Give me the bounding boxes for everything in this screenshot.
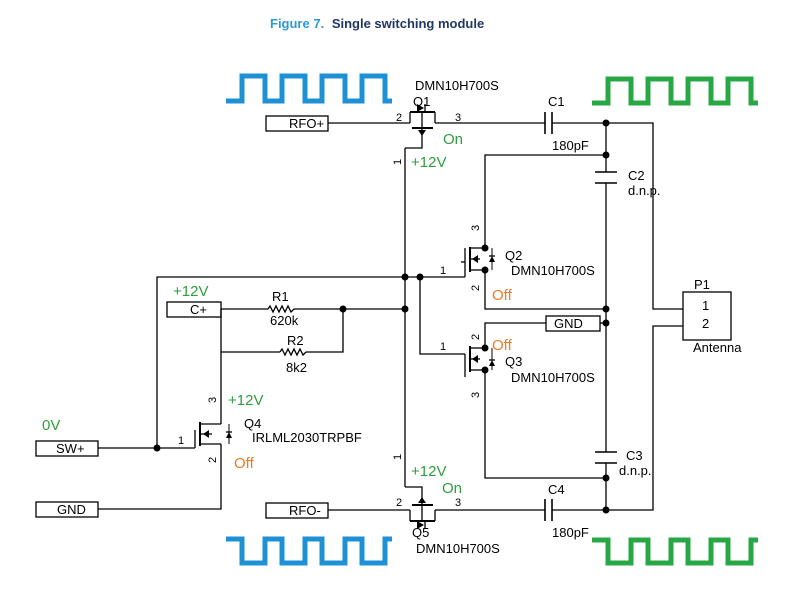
resistor-r1 bbox=[267, 304, 295, 314]
p1-ref: P1 bbox=[694, 277, 710, 292]
q4-part: IRLML2030TRPBF bbox=[252, 430, 362, 445]
r1-value: 620k bbox=[270, 313, 299, 328]
q4-pin1: 1 bbox=[178, 435, 184, 447]
antenna-connector bbox=[682, 291, 732, 341]
capacitor-c1 bbox=[544, 112, 553, 134]
rfo-minus-label: RFO- bbox=[289, 503, 321, 518]
q1-state: On bbox=[443, 131, 463, 148]
resistor-r2 bbox=[279, 347, 307, 357]
p1-pin1: 1 bbox=[702, 298, 709, 313]
c2-ref: C2 bbox=[628, 168, 645, 183]
q5-gate-voltage: +12V bbox=[411, 463, 446, 480]
q4-state: Off bbox=[234, 455, 255, 472]
c4-value: 180pF bbox=[552, 525, 589, 540]
q5-state: On bbox=[442, 480, 462, 497]
q3-pin2: 2 bbox=[470, 334, 482, 340]
mosfet-q3 bbox=[464, 346, 495, 377]
q3-state: Off bbox=[492, 337, 513, 354]
q1-gate-voltage: +12V bbox=[411, 154, 446, 171]
q5-ref: Q5 bbox=[412, 525, 429, 540]
q1-pin3: 3 bbox=[455, 112, 461, 124]
junctions bbox=[153, 119, 610, 514]
c-plus-label: C+ bbox=[190, 302, 207, 317]
q1-part: DMN10H700S bbox=[415, 78, 499, 93]
mosfet-q2 bbox=[461, 247, 495, 277]
q3-pin3: 3 bbox=[470, 392, 482, 398]
mosfet-q1 bbox=[409, 104, 436, 140]
gnd-mid-label: GND bbox=[554, 316, 583, 331]
figure-number: Figure 7. bbox=[270, 16, 324, 31]
q3-pin1: 1 bbox=[440, 341, 446, 353]
q1-pin2: 2 bbox=[396, 112, 402, 124]
q5-pin3: 3 bbox=[455, 497, 461, 509]
antenna-label: Antenna bbox=[693, 340, 742, 355]
capacitor-c3 bbox=[595, 451, 617, 464]
mosfet-q5 bbox=[409, 493, 436, 529]
q4-drain-voltage: +12V bbox=[228, 392, 263, 409]
q2-pin2: 2 bbox=[470, 285, 482, 291]
gnd-left-label: GND bbox=[57, 502, 86, 517]
q4-pin3: 3 bbox=[207, 397, 219, 403]
figure-title: Single switching module bbox=[332, 16, 484, 31]
c3-value: d.n.p. bbox=[619, 463, 652, 478]
mosfet-q4 bbox=[194, 420, 232, 468]
q2-pin3: 3 bbox=[470, 225, 482, 231]
c-plus-voltage: +12V bbox=[173, 283, 208, 300]
q3-part: DMN10H700S bbox=[511, 370, 595, 385]
capacitor-c2 bbox=[595, 171, 617, 184]
q3-ref: Q3 bbox=[505, 354, 522, 369]
r2-ref: R2 bbox=[287, 333, 304, 348]
q2-part: DMN10H700S bbox=[511, 263, 595, 278]
q4-ref: Q4 bbox=[244, 416, 261, 431]
q5-part: DMN10H700S bbox=[416, 541, 500, 556]
c1-ref: C1 bbox=[548, 94, 565, 109]
p1-pin2: 2 bbox=[702, 316, 709, 331]
c4-ref: C4 bbox=[548, 482, 565, 497]
q2-pin1: 1 bbox=[440, 265, 446, 277]
rfo-minus-waveform bbox=[226, 536, 392, 566]
r1-ref: R1 bbox=[272, 289, 289, 304]
c3-ref: C3 bbox=[626, 448, 643, 463]
q1-ref: Q1 bbox=[413, 94, 430, 109]
r2-value: 8k2 bbox=[286, 360, 307, 375]
q5-pin2: 2 bbox=[396, 497, 402, 509]
c1-value: 180pF bbox=[552, 138, 589, 153]
c2-value: d.n.p. bbox=[628, 183, 661, 198]
q2-ref: Q2 bbox=[505, 248, 522, 263]
output-top-waveform bbox=[592, 76, 758, 106]
rfo-plus-label: RFO+ bbox=[289, 116, 324, 131]
q2-state: Off bbox=[492, 287, 513, 304]
rfo-plus-waveform bbox=[226, 73, 392, 104]
output-bottom-waveform bbox=[592, 537, 758, 566]
sw-plus-voltage: 0V bbox=[42, 417, 60, 434]
capacitor-c4 bbox=[544, 499, 553, 521]
q4-pin2: 2 bbox=[207, 457, 219, 463]
figure-caption: Figure 7. Single switching module bbox=[270, 16, 484, 31]
q5-pin1: 1 bbox=[392, 454, 404, 460]
q1-pin1: 1 bbox=[392, 159, 404, 165]
sw-plus-label: SW+ bbox=[56, 441, 85, 456]
